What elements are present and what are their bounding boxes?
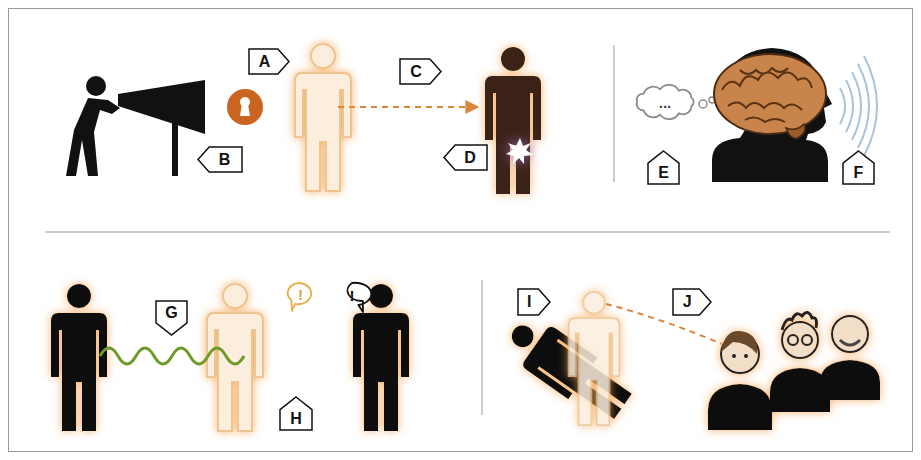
ghost-person xyxy=(569,292,620,425)
wave xyxy=(100,348,244,364)
divider xyxy=(481,280,483,415)
person-left xyxy=(51,284,107,431)
label-tag: F xyxy=(842,150,875,185)
harm-burst xyxy=(506,138,533,164)
label-tag: C xyxy=(399,58,442,85)
label-tag: I xyxy=(517,288,551,316)
callout-letter: I xyxy=(527,294,531,310)
speech-bubble: ! xyxy=(336,282,368,309)
label-tag: A xyxy=(248,48,290,75)
callout-letter: G xyxy=(165,305,177,321)
person-middle xyxy=(207,284,263,431)
label-tag: D xyxy=(443,144,488,171)
label-tag: E xyxy=(647,150,680,185)
divider xyxy=(613,45,615,182)
keyhole xyxy=(227,89,263,125)
onlookers xyxy=(708,312,880,430)
bubble-text: ... xyxy=(659,95,672,110)
harmed-person xyxy=(485,47,541,194)
callout-letter: D xyxy=(464,150,476,166)
frame xyxy=(9,9,913,452)
divider xyxy=(45,231,890,233)
tag-outline xyxy=(672,288,712,316)
tag-outline xyxy=(517,288,551,316)
speech-bubble: ! xyxy=(287,282,314,308)
bubble-text: ! xyxy=(350,288,355,303)
head-silhouette xyxy=(712,48,832,182)
thought-bubble: ... xyxy=(632,84,698,120)
label-tag: B xyxy=(197,146,243,173)
callout-letter: E xyxy=(658,165,669,181)
label-tag: J xyxy=(672,288,712,316)
telescope-person xyxy=(66,76,205,176)
brain xyxy=(714,54,826,138)
callout-letter: A xyxy=(259,54,271,70)
callout-letter: B xyxy=(219,152,231,168)
sound-waves xyxy=(840,56,877,156)
thought-dot xyxy=(699,100,707,108)
label-tag: G xyxy=(155,300,188,336)
callout-letter: F xyxy=(854,165,864,181)
callout-letter: J xyxy=(683,294,692,310)
callout-letter: H xyxy=(290,411,302,427)
observed-person xyxy=(295,44,351,191)
label-tag: H xyxy=(279,396,313,431)
dashed-arrow xyxy=(338,106,478,108)
bubble-text: ! xyxy=(298,288,303,302)
callout-letter: C xyxy=(410,64,422,80)
